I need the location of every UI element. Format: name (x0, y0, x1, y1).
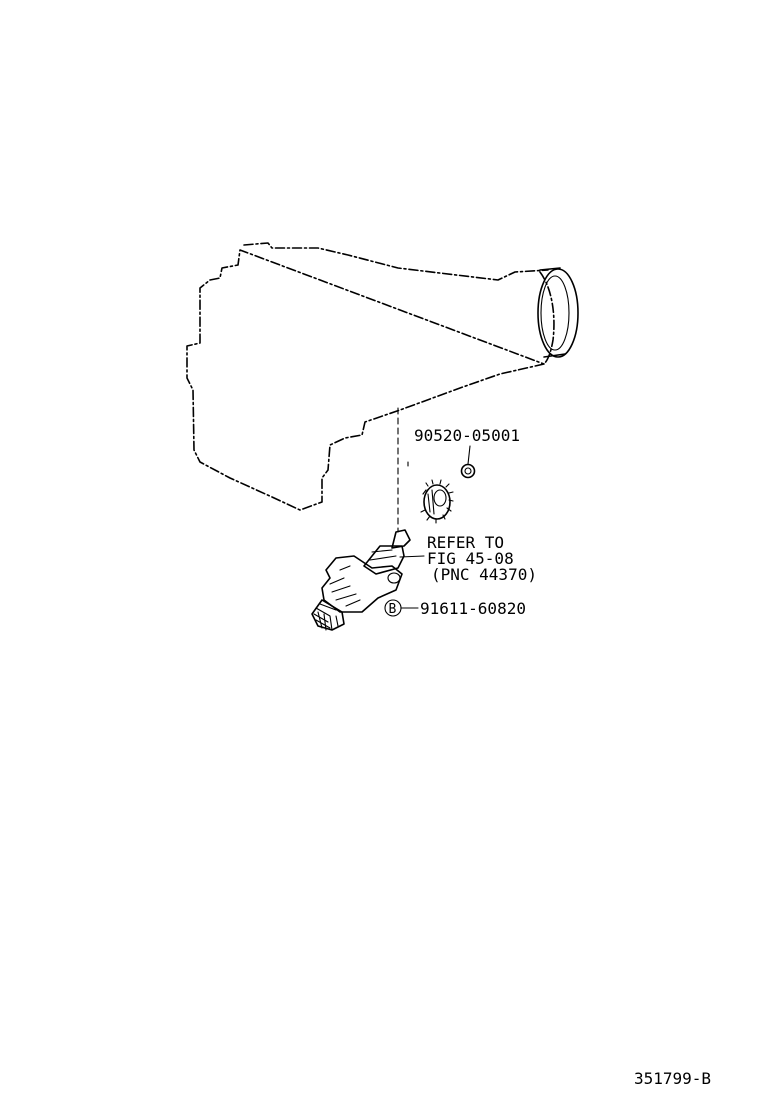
callout-91611-60820: 91611-60820 (420, 599, 526, 618)
drive-gear (420, 479, 454, 524)
housing-flange-inner (540, 275, 570, 351)
bolt-symbol-letter: B (389, 602, 397, 617)
figure-code: 351799-B (634, 1069, 711, 1088)
transmission-housing (186, 242, 579, 511)
housing-flange-outer (537, 268, 579, 358)
snap-ring-outer (460, 463, 476, 479)
bolt-symbol: B (384, 599, 402, 617)
callout-fig-45-08: FIG 45-08 (427, 549, 514, 568)
housing-outline (186, 242, 555, 511)
sleeve-shading (329, 565, 361, 607)
sleeve-flange (321, 555, 403, 613)
leader-snap-ring (467, 445, 471, 465)
housing-flange-edge (539, 267, 566, 358)
snap-ring (460, 463, 476, 479)
gear-body (423, 484, 451, 520)
flange-bolt-hole (387, 572, 401, 584)
leader-drive-gear (399, 555, 425, 558)
gear-teeth (420, 479, 454, 524)
gear-hub (433, 489, 447, 507)
sleeve-threads (313, 603, 339, 631)
speedometer-sleeve (311, 529, 411, 631)
callout-refer-to: REFER TO (427, 533, 504, 552)
snap-ring-inner (464, 467, 472, 475)
callout-pnc-44370: (PNC 44370) (431, 565, 537, 584)
sleeve-body-lines (369, 549, 397, 561)
callout-90520-05001: 90520-05001 (414, 426, 520, 445)
sleeve-body (363, 545, 405, 575)
gear-shading (427, 489, 435, 515)
